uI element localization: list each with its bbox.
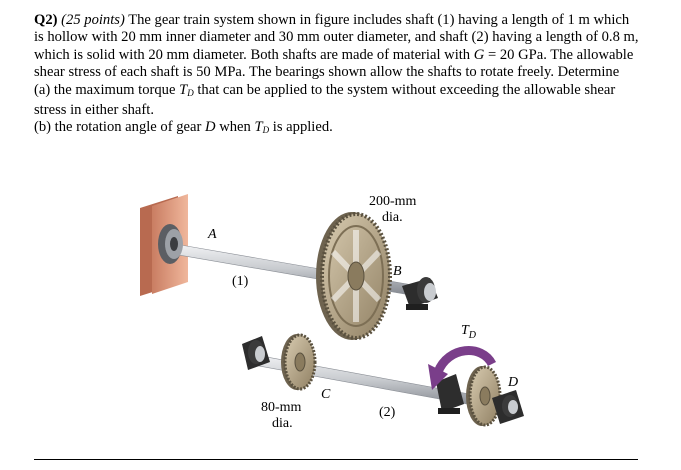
gear-d xyxy=(466,365,502,427)
part-b-torque-symbol: T xyxy=(254,119,263,136)
torque-symbol-subscript: D xyxy=(468,330,477,341)
large-gear xyxy=(316,212,392,340)
flange-a xyxy=(158,224,183,264)
large-gear-diameter-line1: 200-mm xyxy=(369,194,417,209)
part-b: (b) the rotation angle of gear D when TD… xyxy=(34,119,640,139)
part-b-suffix: is applied. xyxy=(272,119,333,136)
small-gear-diameter-line1: 80-mm xyxy=(261,400,302,415)
problem-paragraph: Q2) (25 points) The gear train system sh… xyxy=(34,12,640,82)
shear-modulus-value: = 20 GPa. The allowable shear stress of … xyxy=(34,46,634,81)
part-a-suffix: that can be applied to the system withou… xyxy=(34,81,616,119)
label-d: D xyxy=(507,375,518,390)
torque-symbol-letter: T xyxy=(461,323,470,338)
problem-statement: Q2) (25 points) The gear train system sh… xyxy=(34,12,640,140)
bearing-d-side xyxy=(436,374,464,414)
shaft-2-label: (2) xyxy=(379,405,396,420)
part-a-torque-subscript: D xyxy=(187,87,194,98)
question-number: Q2) xyxy=(34,12,58,28)
bearing-c-side xyxy=(242,336,270,370)
label-a: A xyxy=(207,227,217,242)
shaft-1 xyxy=(172,243,431,299)
small-gear-diameter-line2: dia. xyxy=(272,416,293,431)
label-c: C xyxy=(321,387,331,402)
gear-train-illustration: A (1) 200-mm dia. B TD D C 80-mm dia. (2… xyxy=(140,194,524,431)
part-a: (a) the maximum torque TD that can be ap… xyxy=(34,82,640,120)
small-gear-c xyxy=(281,333,317,391)
shaft-1-label: (1) xyxy=(232,274,249,289)
question-points: (25 points) xyxy=(61,12,125,28)
gear-train-figure: A (1) 200-mm dia. B TD D C 80-mm dia. (2… xyxy=(130,186,560,456)
problem-intro: The gear train system shown in figure in… xyxy=(34,12,639,63)
large-gear-diameter-line2: dia. xyxy=(382,210,403,225)
torque-arrow-icon xyxy=(428,346,497,390)
part-b-gear-label: D xyxy=(205,119,216,136)
page-bottom-rule xyxy=(34,459,638,460)
part-b-middle: when xyxy=(219,119,251,136)
label-b: B xyxy=(393,264,402,279)
part-b-torque-subscript: D xyxy=(262,125,270,136)
shear-modulus-symbol: G xyxy=(473,46,485,63)
bearing-b xyxy=(402,277,438,310)
torque-symbol: TD xyxy=(461,323,477,341)
end-bearing xyxy=(492,390,524,424)
part-a-prefix: (a) the maximum torque xyxy=(34,81,176,98)
part-b-prefix: (b) the rotation angle of gear xyxy=(34,119,202,136)
part-a-torque-symbol: T xyxy=(179,81,188,98)
